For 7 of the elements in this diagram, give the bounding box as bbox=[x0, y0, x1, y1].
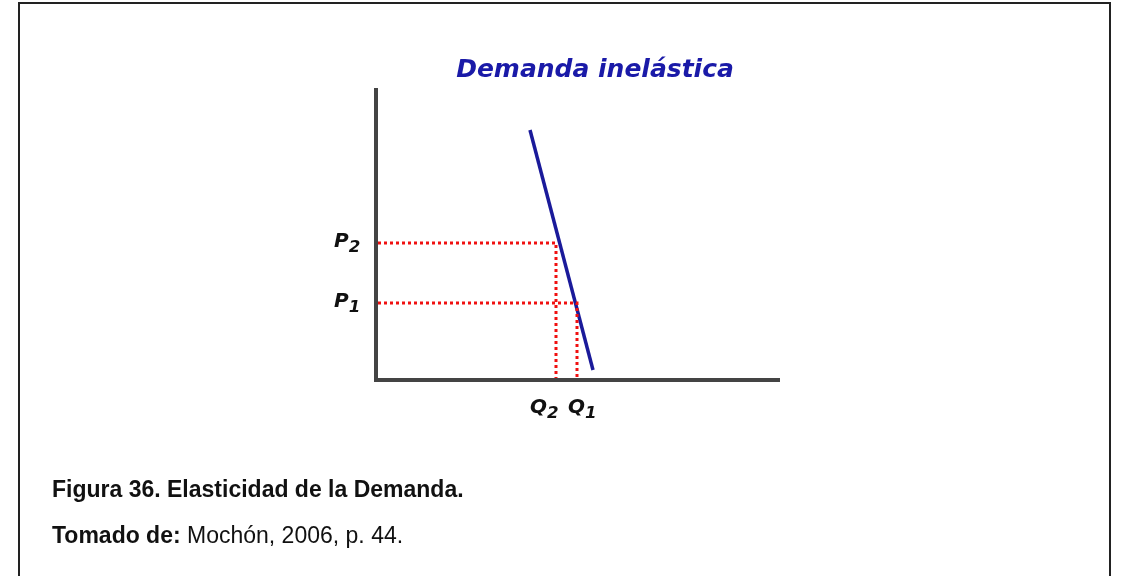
figure-caption: Figura 36. Elasticidad de la Demanda. bbox=[52, 476, 464, 503]
axis-label: Q$_{2}$ bbox=[530, 394, 559, 422]
axis-label: Q$_{1}$ bbox=[568, 394, 597, 422]
axis-label: P$_{2}$ bbox=[334, 228, 361, 256]
axis-label: P$_{1}$ bbox=[334, 288, 361, 316]
source-note: Tomado de: Mochón, 2006, p. 44. bbox=[52, 522, 404, 549]
chart-title: Demanda inelástica bbox=[455, 54, 735, 83]
